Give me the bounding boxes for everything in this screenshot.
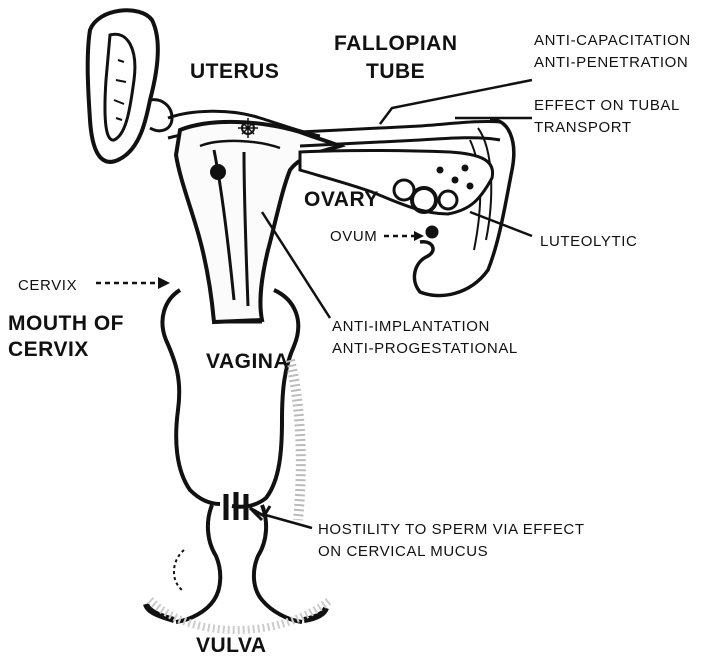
pointer-hostility (262, 514, 312, 528)
cervix-label: CERVIX (18, 277, 77, 294)
hostility-annotation-line1: HOSTILITY TO SPERM VIA EFFECT (318, 521, 585, 538)
luteolytic-annotation: LUTEOLYTIC (540, 233, 637, 250)
anti-penetration-annotation: ANTI-PENETRATION (534, 54, 688, 71)
mouth-of-cervix-label-line2: CERVIX (8, 338, 89, 361)
tubal-transport-annotation-line1: EFFECT ON TUBAL (534, 97, 680, 114)
uterus-label: UTERUS (190, 60, 279, 83)
ovum-arrow (384, 231, 424, 241)
vulva (146, 492, 326, 622)
anti-implantation-annotation: ANTI-IMPLANTATION (332, 318, 490, 335)
hostility-annotation-line2: ON CERVICAL MUCUS (318, 543, 488, 560)
fallopian-label-line1: FALLOPIAN (334, 32, 458, 55)
ovum-label: OVUM (330, 228, 377, 245)
vulva-label: VULVA (196, 634, 267, 657)
uterus (176, 118, 340, 322)
vulva-shading (150, 600, 330, 630)
vagina (162, 290, 298, 507)
anti-progestational-annotation: ANTI-PROGESTATIONAL (332, 340, 518, 357)
vagina-label: VAGINA (206, 350, 289, 373)
left-fimbria (88, 10, 172, 162)
tubal-transport-annotation-line2: TRANSPORT (534, 119, 632, 136)
ovary-label: OVARY (304, 188, 379, 211)
mouth-of-cervix-label-line1: MOUTH OF (8, 312, 124, 335)
fallopian-label-line2: TUBE (366, 60, 425, 83)
anti-capacitation-annotation: ANTI-CAPACITATION (534, 32, 691, 49)
cervix-arrow (96, 277, 170, 289)
vagina-shading (290, 360, 301, 520)
